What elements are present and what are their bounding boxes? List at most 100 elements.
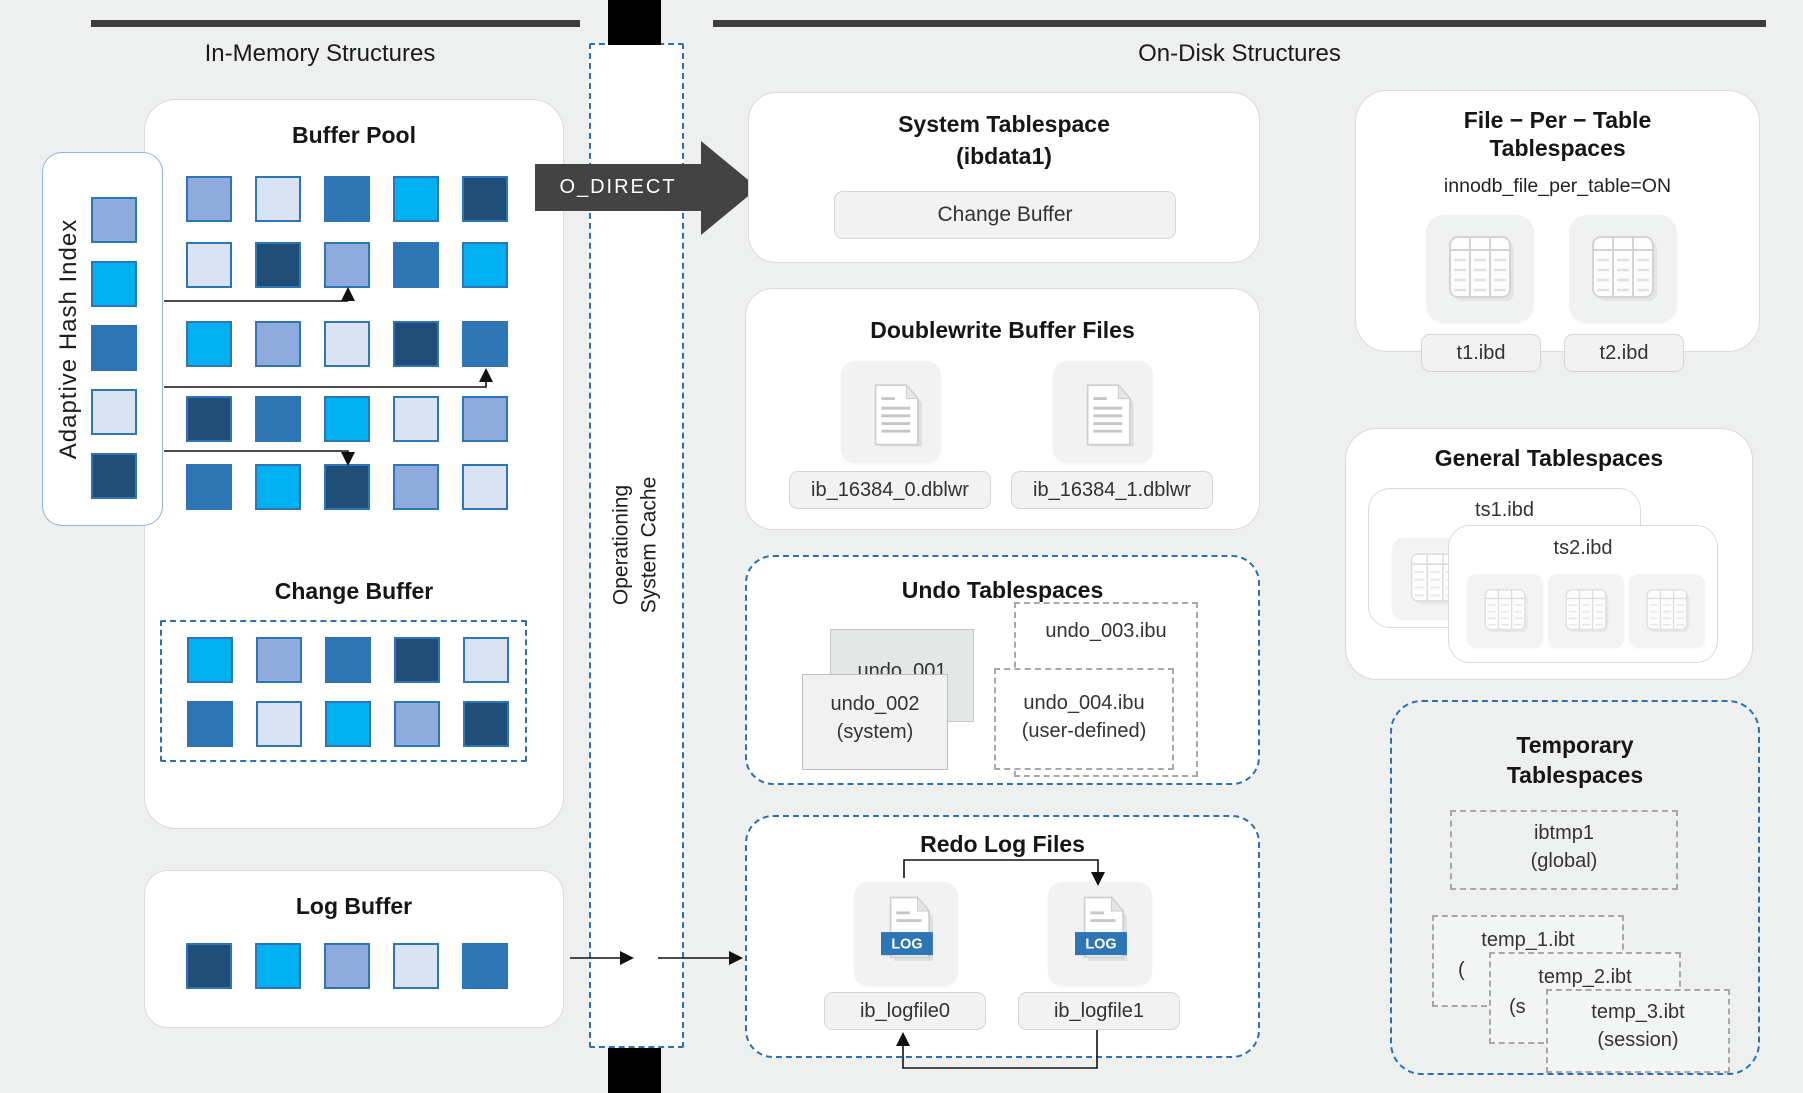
page-square — [186, 321, 232, 367]
change-buffer-box — [160, 620, 527, 762]
document-icon — [1086, 383, 1134, 447]
document-icon — [874, 383, 922, 447]
temp3-label-line1: temp_3.ibt — [1591, 1001, 1685, 1023]
temp1-label-line1: temp_1.ibt — [1481, 929, 1575, 951]
page-square — [393, 242, 439, 288]
change-buffer-row — [187, 637, 509, 683]
log-badge: LOG — [891, 936, 922, 952]
undo3-label: undo_003.ibu — [1045, 620, 1167, 642]
undo2-label-line1: undo_002 — [830, 693, 920, 715]
page-square — [91, 325, 137, 371]
adaptive-hash-index-squares — [91, 197, 137, 499]
temp3-label-line2: (session) — [1597, 1029, 1679, 1051]
page-square — [186, 943, 232, 989]
doublewrite-file-card — [841, 361, 941, 463]
undo4-box: undo_004.ibu (user-defined) — [994, 668, 1174, 770]
file-per-table-box: File − Per − Table Tablespaces innodb_fi… — [1355, 90, 1760, 372]
page-square — [462, 464, 508, 510]
temporary-title-line1: Temporary — [1516, 732, 1634, 758]
page-square — [462, 396, 508, 442]
page-square — [186, 176, 232, 222]
system-tablespace-box: System Tablespace (ibdata1) Change Buffe… — [748, 92, 1260, 263]
fpt-table-card — [1426, 215, 1534, 323]
page-square — [393, 943, 439, 989]
os-cache-top-block — [608, 0, 661, 45]
page-square — [325, 701, 371, 747]
redo-title: Redo Log Files — [920, 831, 1085, 857]
log-badge: LOG — [1085, 936, 1116, 952]
buffer-pool-box: Buffer Pool Change Buffer — [144, 99, 564, 829]
table-icon — [1449, 236, 1514, 301]
log-file-icon: LOG — [1075, 895, 1127, 961]
ibtmp1-label-line1: ibtmp1 — [1533, 822, 1595, 844]
page-square — [255, 242, 301, 288]
page-square — [187, 637, 233, 683]
table-icon — [1565, 589, 1609, 633]
os-cache-label: Operationing System Cache — [608, 477, 665, 614]
doublewrite-title: Doublewrite Buffer Files — [870, 317, 1135, 343]
on-disk-header-rule — [713, 20, 1766, 27]
page-square — [325, 637, 371, 683]
page-square — [462, 242, 508, 288]
ts2-table-card — [1467, 574, 1543, 648]
temp1-label-line2: ( — [1458, 959, 1465, 981]
page-square — [255, 943, 301, 989]
page-square — [186, 242, 232, 288]
ibtmp1-label-line2: (global) — [1530, 850, 1598, 872]
temporary-tablespaces-box: Temporary Tablespaces ibtmp1 (global) te… — [1390, 700, 1760, 1075]
page-square — [324, 396, 370, 442]
page-square — [462, 321, 508, 367]
page-square — [91, 453, 137, 499]
buffer-pool-row — [186, 464, 508, 510]
page-square — [462, 176, 508, 222]
ts1-label: ts1.ibd — [1475, 499, 1534, 521]
doublewrite-file1-label: ib_16384_0.dblwr — [789, 471, 991, 509]
o-direct-arrow: O_DIRECT — [535, 164, 701, 211]
undo-tablespaces-box: Undo Tablespaces undo_003.ibu undo_004.i… — [745, 555, 1260, 785]
ts2-table-card — [1548, 574, 1624, 648]
change-buffer-row — [187, 701, 509, 747]
log-buffer-row — [186, 943, 508, 989]
fpt-table-card — [1569, 215, 1677, 323]
doublewrite-file2-label: ib_16384_1.dblwr — [1011, 471, 1213, 509]
page-square — [91, 389, 137, 435]
os-cache-bottom-block — [608, 1048, 661, 1093]
page-square — [394, 701, 440, 747]
log-buffer-title: Log Buffer — [295, 893, 413, 919]
undo2-label-line2: (system) — [836, 721, 914, 743]
page-square — [186, 464, 232, 510]
page-square — [187, 701, 233, 747]
fpt-title-line1: File − Per − Table — [1463, 107, 1652, 133]
os-cache-label-line2: System Cache — [638, 476, 661, 614]
page-square — [393, 321, 439, 367]
redo-file1-label: ib_logfile0 — [824, 992, 986, 1030]
table-icon — [1484, 589, 1528, 633]
ts2-card: ts2.ibd — [1448, 525, 1718, 663]
change-buffer-title: Change Buffer — [274, 578, 434, 604]
page-square — [394, 637, 440, 683]
undo-title: Undo Tablespaces — [901, 577, 1104, 603]
temp2-label-line1: temp_2.ibt — [1538, 966, 1632, 988]
page-square — [463, 637, 509, 683]
temp2-label-line2: (s — [1509, 996, 1526, 1018]
table-icon — [1592, 236, 1657, 301]
table-icon — [1646, 589, 1690, 633]
doublewrite-box: Doublewrite Buffer Files — [745, 288, 1260, 530]
undo4-label-line2: (user-defined) — [1021, 720, 1147, 742]
page-square — [324, 464, 370, 510]
ts2-table-card — [1629, 574, 1705, 648]
in-memory-header-rule — [91, 20, 580, 27]
page-square — [256, 701, 302, 747]
buffer-pool-row — [186, 321, 508, 367]
doublewrite-file-card — [1053, 361, 1153, 463]
undo2-box: undo_002 (system) — [802, 674, 948, 770]
general-tablespaces-box: General Tablespaces ts1.ibd ts2.ibd — [1345, 428, 1753, 680]
page-square — [255, 396, 301, 442]
log-buffer-box: Log Buffer — [144, 870, 564, 1028]
fpt-file2-label: t2.ibd — [1564, 334, 1684, 372]
page-square — [91, 261, 137, 307]
redo-file-card: LOG — [1048, 882, 1152, 986]
page-square — [393, 464, 439, 510]
ts2-label: ts2.ibd — [1553, 537, 1613, 559]
undo4-label-line1: undo_004.ibu — [1023, 692, 1145, 714]
